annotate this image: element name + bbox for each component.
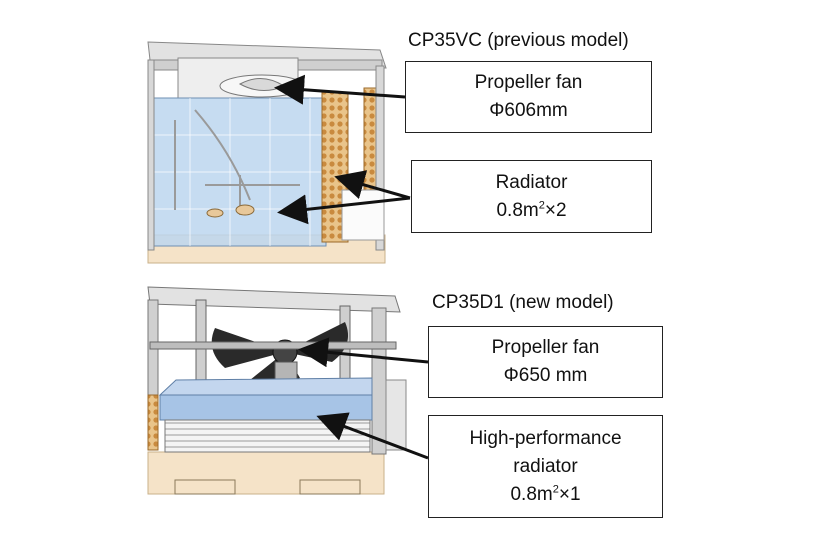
previous-fan-label: Propeller fan (474, 72, 583, 93)
previous-model-caption: CP35VC (previous model) (408, 30, 629, 51)
previous-fan-callout: Propeller fan Φ606mm (405, 61, 652, 133)
arrow-new-fan (298, 337, 429, 368)
new-radiator-label-line1: High-performance (469, 427, 622, 449)
new-model-unit (147, 286, 407, 495)
previous-radiator-label: Radiator (495, 171, 568, 193)
new-model-caption: CP35D1 (new model) (432, 292, 614, 313)
previous-fan-diameter: Φ606mm (489, 100, 568, 121)
new-radiator-panel (159, 394, 373, 421)
arrow-previous-radiator-coil (334, 170, 411, 200)
new-radiator-label-line2: radiator (513, 455, 578, 477)
previous-radiator-spec: 0.8m2×2 (496, 199, 567, 221)
new-fan-diameter: Φ650 mm (503, 365, 588, 386)
new-fan-callout: Propeller fan Φ650 mm (428, 326, 663, 398)
new-radiator-spec: 0.8m2×1 (510, 483, 581, 505)
arrow-previous-fan (274, 74, 406, 105)
new-fan-label: Propeller fan (491, 337, 600, 358)
previous-model-unit (147, 41, 387, 264)
arrow-new-radiator (316, 412, 429, 460)
new-top-frame (147, 286, 401, 313)
new-cabinet-base (147, 451, 385, 495)
arrow-previous-radiator-panel (277, 194, 411, 225)
previous-radiator-callout: Radiator 0.8m2×2 (411, 160, 652, 233)
new-radiator-callout: High-performance radiator 0.8m2×1 (428, 415, 663, 518)
